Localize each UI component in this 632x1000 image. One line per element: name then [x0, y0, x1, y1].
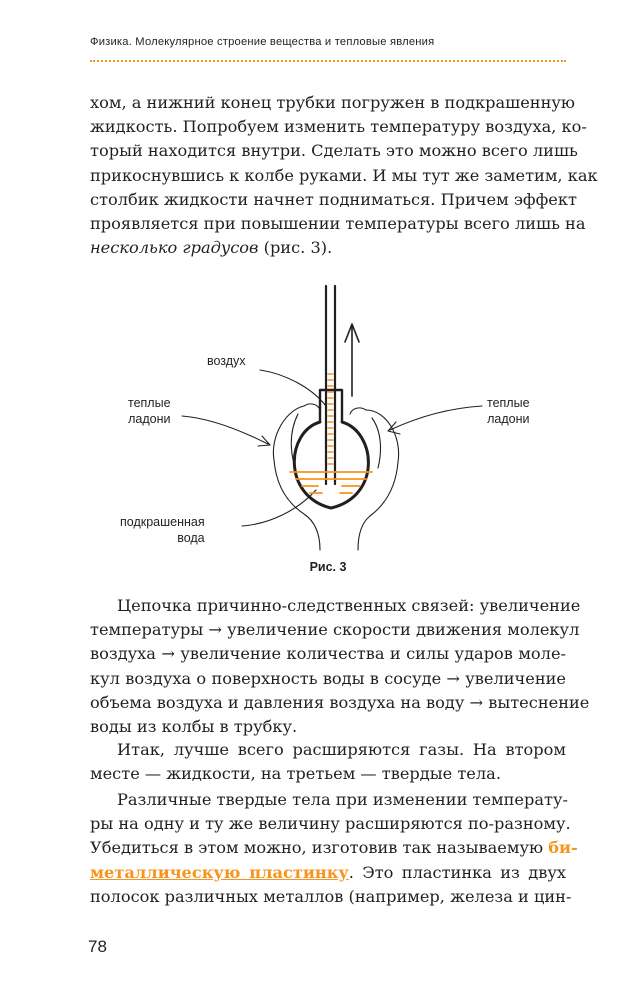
paragraph-chain: Цепочка причинно-следственных связей: ув…	[90, 594, 590, 739]
term-highlight-link[interactable]: металлическую пластинку	[90, 862, 349, 882]
rise-arrow-icon	[344, 323, 360, 397]
figure-caption: Рис. 3	[309, 560, 347, 574]
paragraph-top: хом, а нижний конец трубки погружен в по…	[90, 91, 598, 260]
paragraph-gases: Итак, лучше всего расширяются газы. На в…	[90, 738, 566, 786]
text-line: Убедиться в этом можно, изготовив так на…	[90, 836, 578, 860]
text-line: полосок различных металлов (например, же…	[90, 886, 572, 906]
term-highlight: би-	[548, 838, 578, 858]
text-line: столбик жидкости начнет подниматься. При…	[90, 189, 577, 209]
text-line: кул воздуха о поверхность воды в сосуде …	[90, 668, 566, 688]
text-line: металлическую пластинку. Это пластинка и…	[90, 861, 566, 885]
flask-bulb	[292, 420, 370, 510]
text-line: Цепочка причинно-следственных связей: ув…	[117, 596, 581, 615]
text-line: месте — жидкости, на третьем — твердые т…	[90, 764, 501, 784]
text-line: несколько градусов (рис. 3).	[90, 236, 566, 260]
leader-warm-right	[387, 405, 483, 435]
label-colored-water: подкрашенная вода	[120, 515, 205, 545]
flask-drawing	[181, 284, 483, 551]
text-line: Различные твердые тела при изменении тем…	[117, 790, 568, 809]
label-warm-palms-left: теплые ладони	[128, 396, 171, 426]
liquid-in-flask	[289, 471, 373, 494]
text-line: прикоснувшись к колбе руками. И мы тут ж…	[90, 165, 598, 185]
text-line: воды из колбы в трубку.	[90, 716, 298, 736]
text-line: торый находится внутри. Сделать это можн…	[90, 141, 578, 161]
text-line: воздуха → увеличение количества и силы у…	[90, 644, 566, 664]
liquid-column	[327, 373, 334, 465]
right-hand	[349, 407, 400, 551]
leader-warm-left	[181, 415, 271, 447]
italic-phrase: несколько градусов	[90, 238, 259, 258]
page-number: 78	[88, 937, 107, 956]
text-segment: Убедиться в этом можно, изготовив так на…	[90, 838, 549, 858]
left-hand	[272, 403, 321, 551]
figure-flask-illustration: воздух теплые ладони теплые ладони подкр…	[90, 278, 566, 560]
text-line: Итак, лучше всего расширяются газы. На в…	[117, 740, 566, 759]
label-air: воздух	[207, 354, 246, 368]
header-dotted-rule	[90, 60, 566, 62]
text-line: температуры → увеличение скорости движен…	[90, 620, 580, 640]
text-line: жидкость. Попробуем изменить температуру…	[90, 117, 587, 137]
figure-reference: (рис. 3).	[258, 238, 333, 258]
text-line: проявляется при повышении температуры вс…	[90, 213, 586, 233]
text-segment: . Это пластинка из двух	[348, 862, 567, 882]
running-title: Физика. Молекулярное строение вещества и…	[90, 36, 435, 48]
leader-water	[241, 489, 317, 527]
paragraph-solids: Различные твердые тела при изменении тем…	[90, 788, 578, 909]
text-line: объема воздуха и давления воздуха на вод…	[90, 692, 590, 712]
text-line: хом, а нижний конец трубки погружен в по…	[90, 93, 575, 112]
label-warm-palms-right: теплые ладони	[487, 396, 530, 426]
text-line: ры на одну и ту же величину расширяются …	[90, 814, 571, 834]
leader-air	[259, 369, 327, 407]
flask-neck	[318, 388, 344, 424]
